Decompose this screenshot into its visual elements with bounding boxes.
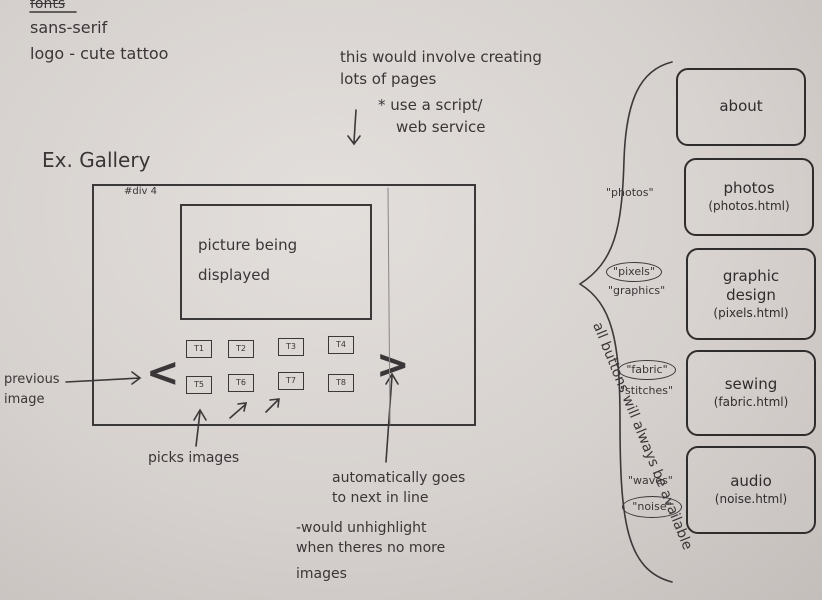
picture-display [180,204,372,320]
thumbnail-t8[interactable]: T8 [328,374,354,392]
unhighlight-note-1: -would unhighlight [296,520,427,536]
stitches-quote: "stitches" [620,384,674,397]
thumbnail-t3[interactable]: T3 [278,338,304,356]
picture-text-2: displayed [198,266,271,284]
previous-note-2: image [4,392,45,407]
unhighlight-note-2: when theres no more [296,540,446,556]
waves-quote: "waves" [628,474,673,487]
pixels-oval: "pixels" [606,262,662,282]
fonts-crossed: fonts [30,0,66,12]
nav-button-photos-file: (photos.html) [708,198,790,213]
next-annotation-arrow [385,372,399,463]
pages-note-line1: this would involve creating [340,48,542,66]
nav-button-sewing-file: (fabric.html) [713,394,789,409]
prev-arrow[interactable]: < [146,350,180,396]
nav-button-about-label: about [719,97,763,116]
pages-note-line2: lots of pages [340,70,437,88]
thumbnail-t1[interactable]: T1 [186,340,212,358]
photos-quote: "photos" [606,186,654,199]
picture-text-1: picture being [198,236,298,254]
div-label: #div 4 [124,186,157,197]
previous-note-1: previous [4,372,60,387]
font-note: sans-serif [30,18,108,37]
logo-note: logo - cute tattoo [30,44,169,63]
thumbnail-t5[interactable]: T5 [186,376,212,394]
nav-brace [578,61,673,583]
previous-arrow [65,371,142,385]
nav-button-sewing-label: sewing [724,375,778,394]
nav-button-sewing[interactable]: sewing (fabric.html) [686,350,816,436]
nav-button-graphic-design-label: graphic design [722,266,780,305]
top-note-arrow [347,109,361,146]
nav-button-audio-label: audio [730,472,772,491]
thumbnail-t4[interactable]: T4 [328,336,354,354]
thumbnail-t7[interactable]: T7 [278,372,304,390]
picks-arrow-3 [265,398,280,413]
picks-arrow-2 [229,402,248,419]
nav-button-graphic-design[interactable]: graphic design (pixels.html) [686,248,816,340]
nav-button-graphic-design-file: (pixels.html) [713,305,789,320]
nav-button-audio[interactable]: audio (noise.html) [686,446,816,534]
gallery-title: Ex. Gallery [42,148,151,172]
picks-arrow-1 [193,408,207,447]
gallery-divider [387,187,391,425]
thumbnail-t2[interactable]: T2 [228,340,254,358]
noise-oval: "noise" [622,496,682,518]
nav-button-audio-file: (noise.html) [714,491,788,506]
nav-button-photos-label: photos [723,179,775,198]
auto-note-2: to next in line [332,490,429,506]
nav-button-about[interactable]: about [676,68,806,146]
pages-note-line3: * use a script/ [378,96,483,114]
graphics-quote: "graphics" [608,284,666,297]
picks-images-note: picks images [148,450,240,466]
gallery-frame [92,184,476,426]
thumbnail-t6[interactable]: T6 [228,374,254,392]
auto-note-1: automatically goes [332,470,466,486]
nav-button-photos[interactable]: photos (photos.html) [684,158,814,236]
next-arrow[interactable]: > [376,342,410,388]
unhighlight-note-3: images [296,566,347,582]
pages-note-line4: web service [396,118,486,136]
